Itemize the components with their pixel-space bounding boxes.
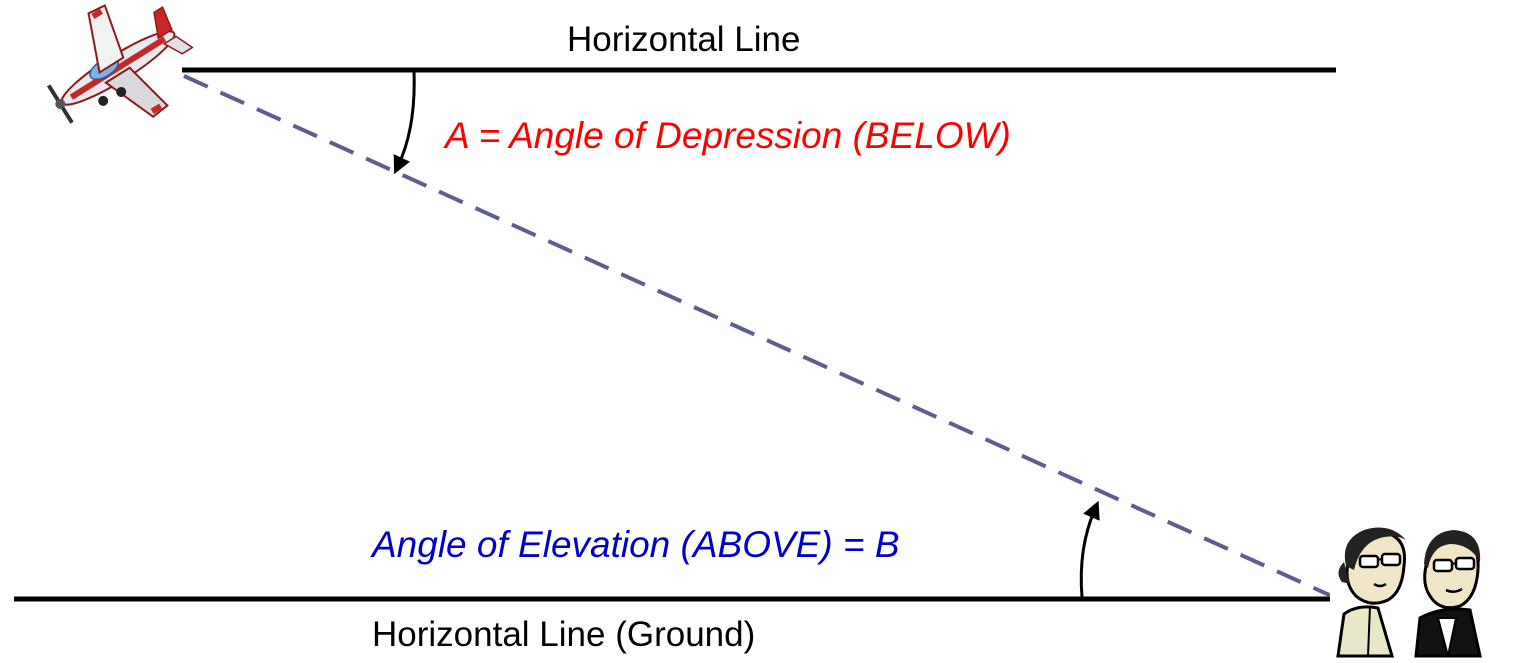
angle-of-elevation-label: Angle of Elevation (ABOVE) = B: [372, 524, 900, 565]
depression-arc-arrow: [393, 71, 416, 175]
ground-horizontal-line-label: Horizontal Line (Ground): [372, 615, 756, 654]
observers-icon: [1330, 522, 1526, 658]
elevation-arc-arrow: [1079, 500, 1100, 598]
observer-left: [1336, 527, 1407, 658]
angle-of-depression-label: A = Angle of Depression (BELOW): [445, 115, 1011, 156]
airplane-icon: [46, 4, 194, 124]
observer-right: [1414, 530, 1482, 658]
line-of-sight: [183, 74, 1337, 600]
top-horizontal-line-label: Horizontal Line: [567, 20, 801, 59]
